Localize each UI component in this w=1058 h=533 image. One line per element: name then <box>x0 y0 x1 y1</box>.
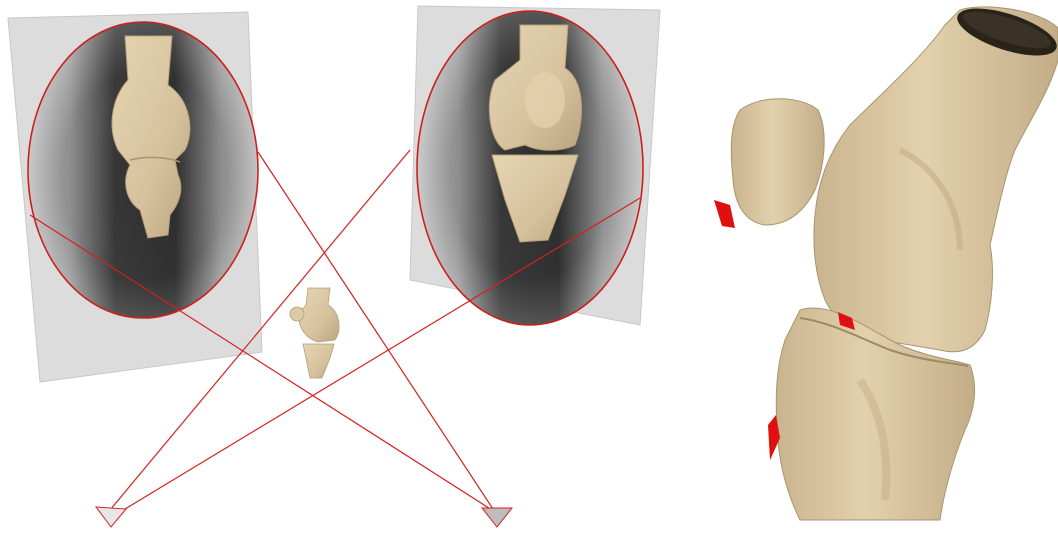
xray-source-left <box>96 507 126 527</box>
knee-3d-reconstruction <box>714 0 1058 520</box>
knee-model-icon <box>290 288 339 378</box>
left-detector-plane <box>8 12 270 382</box>
xray-source-icon <box>96 507 126 527</box>
xray-source-right <box>482 508 512 527</box>
right-detector-plane <box>410 5 660 335</box>
xray-source-icon <box>482 508 512 527</box>
marker-patella <box>714 200 735 228</box>
